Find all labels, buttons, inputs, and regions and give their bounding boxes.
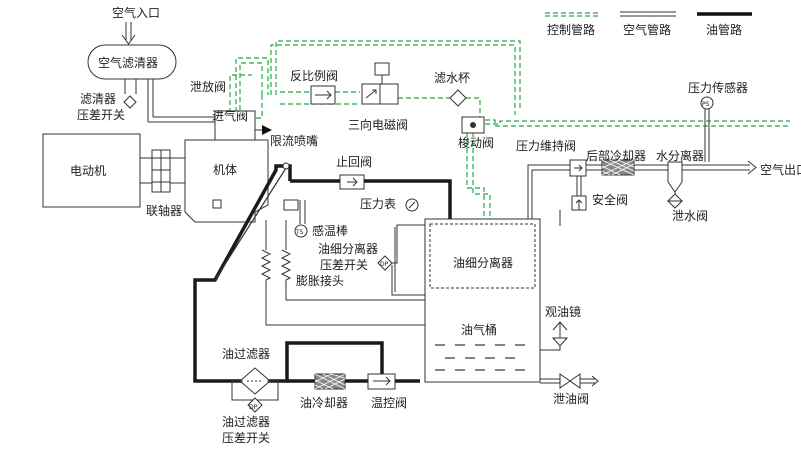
solenoid-coil-icon	[374, 62, 390, 76]
pressure-sensor-label: 压力传感器	[688, 80, 748, 95]
min-pressure-valve-label: 压力维持阀	[516, 138, 576, 153]
pressure-sensor-icon	[700, 96, 714, 110]
legend-control-label: 控制管路	[547, 22, 595, 37]
motor-body	[42, 133, 141, 208]
intake-valve-body	[214, 110, 256, 141]
shuttle-valve-label: 梭动阀	[458, 135, 494, 150]
intake-valve-label: 进气阀	[212, 108, 248, 123]
filter-dp-label-2: 压差开关	[77, 108, 125, 122]
water-cup-icon	[449, 89, 467, 107]
water-drain-valve-icon	[666, 193, 684, 209]
oil-filter-dp-icon	[247, 397, 263, 413]
oil-level-marks	[435, 344, 525, 371]
legend: 控制管路 空气管路 油管路	[545, 11, 752, 37]
machine: 机体 进气阀 限流喷嘴	[184, 108, 318, 223]
expansion-joint-label: 膨胀接头	[296, 273, 344, 288]
legend-oil-label: 油管路	[706, 22, 742, 37]
outlet-arrow-icon	[747, 160, 757, 175]
inlet-arrow-icon	[121, 34, 136, 45]
air-inlet-label: 空气入口	[112, 5, 160, 20]
shuttle-valve: 梭动阀	[458, 116, 494, 150]
sep-dp-label-1: 油细分离器	[318, 241, 378, 256]
oil-filter-dp-symbol: DP	[249, 404, 258, 411]
oil-gas-tank-label: 油气桶	[461, 322, 497, 337]
filter-dp-label-1: 滤清器	[80, 92, 116, 106]
coupling-label: 联轴器	[146, 203, 182, 218]
restrictor-label: 限流喷嘴	[270, 134, 318, 148]
oil-cooler-label: 油冷却器	[300, 396, 348, 410]
oil-filter-label: 油过滤器	[222, 347, 270, 361]
expansion-joint: 膨胀接头	[260, 249, 344, 288]
air-filter: 空气滤清器	[87, 44, 177, 80]
oil-separator-label: 油细分离器	[453, 255, 513, 270]
blowdown-valve-label: 泄放阀	[190, 79, 226, 94]
oil-drain-valve-label: 泄油阀	[553, 392, 589, 406]
control-lines	[229, 40, 790, 220]
check-valve-label: 止回阀	[336, 155, 372, 169]
air-inlet: 空气入口	[112, 5, 160, 45]
air-filter-body	[87, 44, 177, 80]
oil-filter-dp-label-1: 油过滤器	[222, 415, 270, 429]
water-cup-label: 滤水杯	[434, 71, 470, 85]
pressure-gauge-label: 压力表	[360, 197, 396, 211]
ts-symbol: TS	[295, 229, 304, 236]
air-outlet-label: 空气出口	[760, 162, 801, 177]
water-separator-label: 水分离器	[656, 148, 704, 163]
temp-sensor-icon	[294, 224, 308, 238]
sep-dp-label-2: 压差开关	[320, 258, 368, 272]
aftercooler-label: 后部冷却器	[586, 148, 646, 163]
water-separator-icon	[667, 161, 683, 193]
oil-filter-dp-label-2: 压差开关	[222, 431, 270, 445]
sight-glass-label: 观油镜	[545, 304, 581, 319]
solenoid-valve: 三向电磁阀	[348, 62, 408, 132]
restrictor-icon	[262, 125, 272, 135]
safety-valve-label: 安全阀	[592, 192, 628, 207]
motor-label: 电动机	[70, 164, 106, 178]
solenoid-valve-label: 三向电磁阀	[348, 117, 408, 132]
sep-dp-symbol: DP	[380, 261, 389, 268]
proportional-valve-label: 反比例阀	[290, 69, 338, 83]
coupling: 联轴器	[139, 149, 186, 218]
machine-label: 机体	[213, 163, 237, 177]
oil-drain-valve-icon	[559, 373, 581, 389]
temp-sensor-label: 感温棒	[312, 223, 348, 238]
thermo-valve-label: 温控阀	[371, 396, 407, 410]
drain-valve-water-label: 泄水阀	[672, 209, 708, 223]
sight-glass-icon	[551, 337, 569, 347]
filter-dp-switch-icon	[123, 95, 137, 109]
oil-separator-body	[429, 223, 536, 289]
sep-dp-switch-icon	[377, 255, 393, 271]
air-filter-label: 空气滤清器	[98, 55, 158, 70]
legend-air-label: 空气管路	[623, 22, 671, 37]
ps-symbol: PS	[702, 101, 710, 108]
oil-gas-tank-body	[424, 218, 541, 383]
